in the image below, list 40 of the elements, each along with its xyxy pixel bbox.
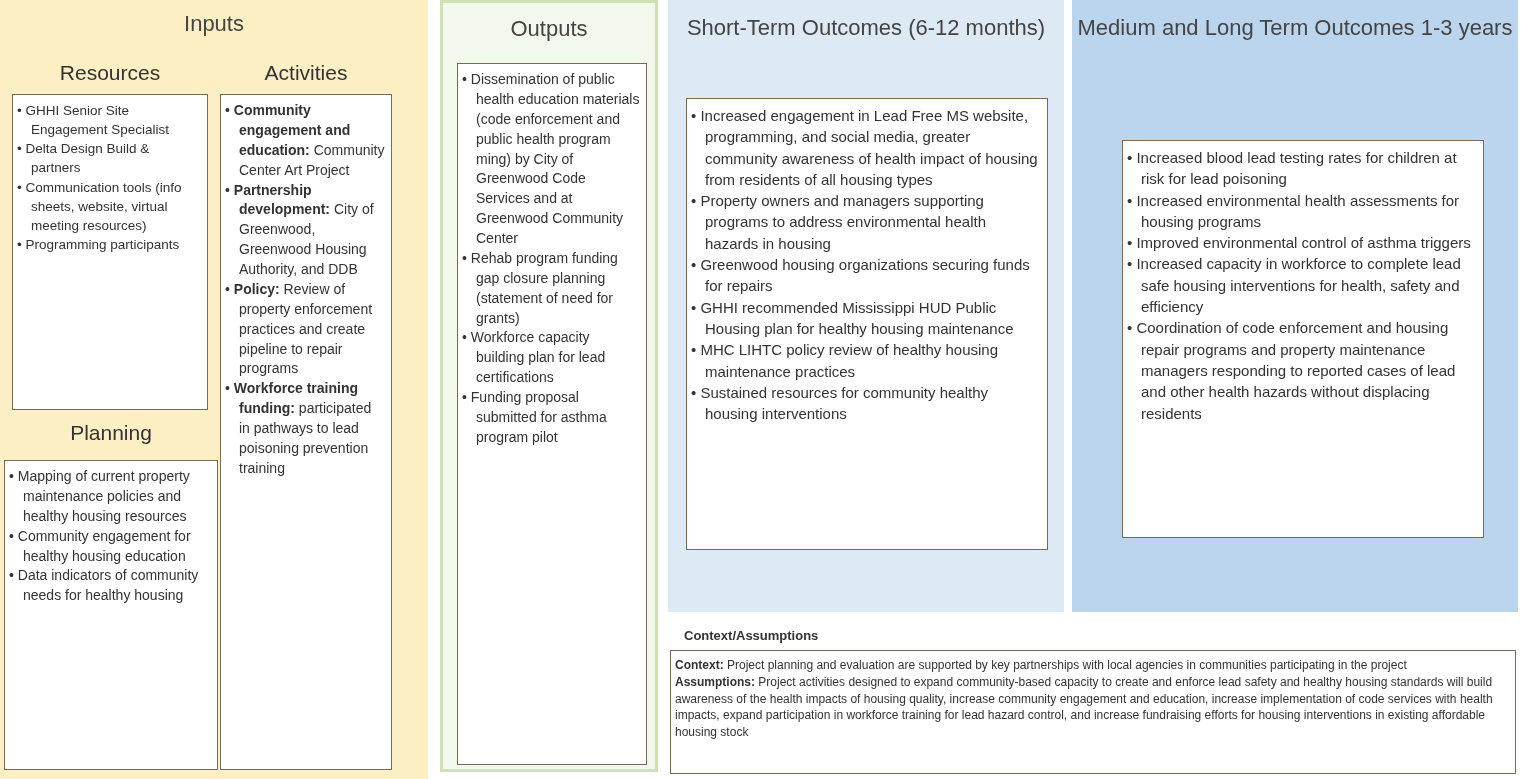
bullet-item: • Mapping of current property maintenance policies and healthy housing resources [9, 467, 191, 526]
column-heading: Inputs [183, 10, 245, 38]
column-heading: Short-Term Outcomes (6-12 months) [685, 14, 1047, 42]
bullet-item: • Improved environmental control of asthma triggers [1127, 233, 1472, 254]
bullet-item: • Increased blood lead testing rates for children at risk for lead poisoning [1127, 148, 1458, 190]
column-band [668, 0, 1064, 612]
bullet-item: • Partnership development: City of Greenwood, Greenwood Housing Authority, and DDB [225, 180, 375, 279]
bullet-item: • GHHI recommended Mississippi HUD Public Housing plan for healthy housing maintenance [691, 297, 1015, 339]
paragraph: Assumptions: Project activities designed to expand community-based capacity to create and enforce lead safety and healthy housing standards will build awareness of the health impacts of housing quality, increase community engagement and education, increase implementation of code services with health impacts, expand participation in workforce training for lead hazard control, and increase fundraising efforts for housing interventions in existing affordable housing stock [675, 673, 1494, 741]
bullet-item: • Community engagement for healthy housing education [9, 526, 192, 566]
bullet-item: • Programming participants [17, 236, 181, 255]
section-heading: Context/Assumptions [683, 627, 820, 645]
bullet-item: • Workforce capacity building plan for lead certifications [462, 328, 607, 388]
column-heading: Outputs [509, 15, 589, 43]
section-heading: Activities [263, 60, 349, 86]
bullet-item: • MHC LIHTC policy review of healthy housing maintenance practices [691, 340, 1000, 382]
bullet-item: • Rehab program funding gap closure planning (statement of need for grants) [462, 248, 619, 328]
bullet-item: • Property owners and managers supporting programs to address environmental health hazards in housing [691, 191, 987, 254]
bullet-item: • Increased engagement in Lead Free MS website, programming, and social media, greater community awareness of health impact of housing from residents of all housing types [691, 106, 1039, 190]
bullet-item: • Workforce training funding: participated in pathways to lead poisoning prevention training [225, 379, 373, 478]
bullet-item: • Communication tools (info sheets, website, virtual meeting resources) [17, 178, 183, 235]
column-heading: Medium and Long Term Outcomes 1-3 years [1076, 14, 1514, 42]
bullet-item: • Increased capacity in workforce to complete lead safe housing interventions for health, safety and efficiency [1127, 254, 1462, 318]
bullet-item: • Data indicators of community needs for healthy housing [9, 566, 200, 606]
bullet-item: • Funding proposal submitted for asthma program pilot [462, 388, 608, 447]
paragraph: Context: Project planning and evaluation are supported by key partnerships with local agencies in communities participating in the project [675, 657, 1408, 674]
column-band [1072, 0, 1518, 612]
bullet-item: • Community engagement and education: Community Center Art Project [225, 101, 385, 180]
column-band [440, 0, 658, 772]
section-heading: Resources [58, 60, 162, 86]
bullet-item: • Policy: Review of property enforcement practices and create pipeline to repair programs [225, 279, 374, 379]
bullet-item: • Coordination of code enforcement and housing repair programs and property maintenance managers responding to reported cases of lead and other health hazards without displacing residents [1127, 318, 1457, 424]
bullet-item: • Sustained resources for community healthy housing interventions [691, 382, 990, 425]
section-heading: Planning [69, 420, 153, 446]
column-band [0, 0, 428, 779]
bullet-item: • Greenwood housing organizations securing funds for repairs [691, 255, 1031, 297]
bullet-item: • Increased environmental health assessments for housing programs [1127, 190, 1461, 232]
bullet-item: • Dissemination of public health education materials (code enforcement and public health program ming) by City of Greenwood Code Services and at Greenwood Community Center [462, 70, 640, 248]
bullet-item: • GHHI Senior Site Engagement Specialist [17, 102, 171, 140]
bullet-item: • Delta Design Build & partners [17, 140, 151, 178]
